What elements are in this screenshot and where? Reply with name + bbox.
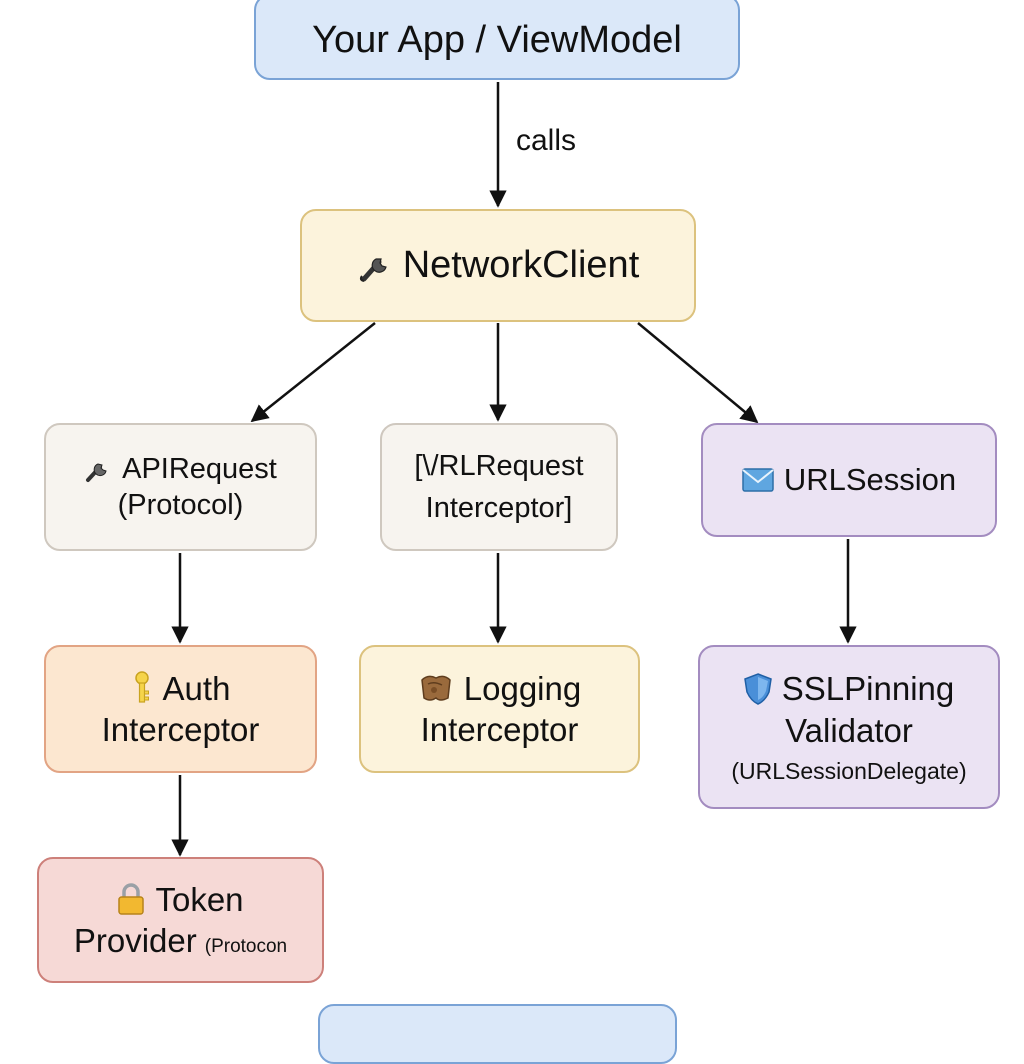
node-line-1: Token [155,880,244,918]
node-url-session[interactable]: URLSession [701,423,997,537]
node-label: Your App / ViewModel [312,19,682,62]
node-token-provider[interactable]: Token Provider (Protocon [37,857,324,983]
node-line-2-row: Provider (Protocon [74,920,287,961]
scroll-icon [418,672,454,704]
node-line-3: (URLSessionDelegate) [731,757,967,784]
node-bottom-partial[interactable] [318,1004,677,1064]
node-line-1: [\/RLRequest [414,449,584,482]
wrench-icon [357,248,393,284]
lock-icon [117,883,145,916]
node-title-row: Logging [418,668,581,709]
node-title-row: SSLPinning [743,668,955,709]
edge-client-to-session [637,322,759,424]
node-line-2: Interceptor [420,711,579,748]
node-note: (Protocon [204,936,288,957]
node-label: NetworkClient [402,243,640,286]
node-line-2: Interceptor] [425,492,573,524]
node-title-row: URLSession [742,461,956,500]
key-icon [131,671,153,705]
shield-icon [743,673,772,705]
node-title-row: NetworkClient [357,242,640,290]
node-network-client[interactable]: NetworkClient [300,209,696,322]
node-title-row: Auth [131,668,231,709]
node-label: URLSession [783,461,957,497]
node-api-request[interactable]: APIRequest (Protocol) [44,423,317,551]
node-line-2: Interceptor [101,711,260,748]
node-line-1: Logging [463,669,582,707]
node-your-app[interactable]: Your App / ViewModel [254,0,740,80]
wrench-icon [84,455,112,483]
node-auth-interceptor[interactable]: Auth Interceptor [44,645,317,773]
edge-client-to-api [250,322,376,423]
edges-layer [171,82,857,857]
node-line-2: (Protocol) [117,489,244,521]
node-line-1: APIRequest [122,452,277,485]
node-title-row: Token [117,879,244,920]
envelope-icon [742,468,774,492]
node-logging-interceptor[interactable]: Logging Interceptor [359,645,640,773]
edge-label-calls: calls [516,124,577,157]
node-title-row: APIRequest [84,451,277,487]
node-ssl-pinning-validator[interactable]: SSLPinning Validator (URLSessionDelegate… [698,645,1000,809]
node-line-2: Provider [73,922,197,959]
node-line-1: SSLPinning [781,670,955,708]
node-line-1: Auth [162,669,231,707]
node-line-2: Validator [785,711,913,749]
node-url-request-interceptor[interactable]: [\/RLRequest Interceptor] [380,423,618,551]
